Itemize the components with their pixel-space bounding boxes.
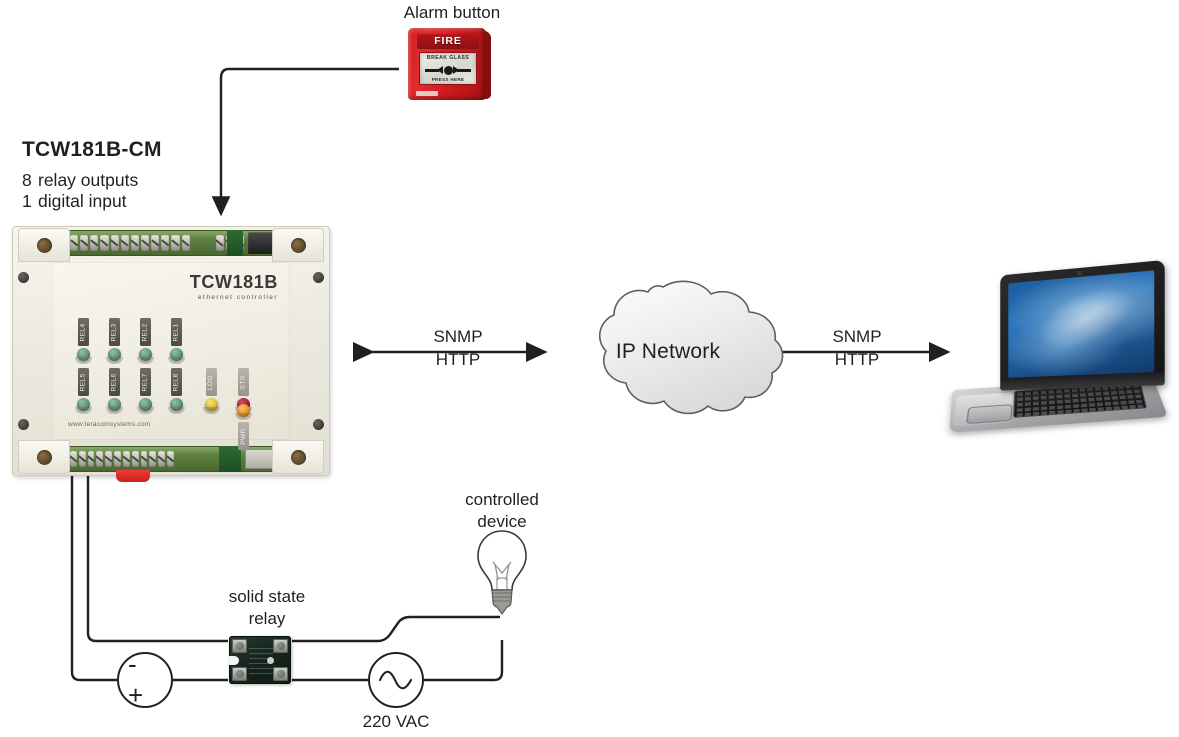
controller-spec-relay-outputs: 8 relay outputs xyxy=(22,170,162,191)
controller-label-block: TCW181B-CM 8 relay outputs 1 digital input xyxy=(22,138,162,212)
led-rel2-label: REL2 xyxy=(141,322,149,342)
case-screw-bottom-left xyxy=(18,419,29,430)
relay-output-text: relay outputs xyxy=(38,170,139,190)
led-rel5-label: REL5 xyxy=(79,372,87,392)
digital-input-text: digital input xyxy=(38,191,127,211)
tcw181b-controller-device[interactable]: TCW181B ethernet controller REL4 REL3 RE… xyxy=(12,226,330,482)
controller-spec-digital-input: 1 digital input xyxy=(22,191,162,212)
ip-network-label: IP Network xyxy=(615,340,721,363)
led-rel6-label: REL6 xyxy=(110,372,118,392)
led-rel2: REL2 xyxy=(136,318,154,364)
bottom-terminal-divider xyxy=(219,446,241,472)
led-rel3: REL3 xyxy=(105,318,123,364)
solid-state-relay xyxy=(229,636,291,684)
fire-alarm-glass-window: BREAK GLASS PRESS HERE xyxy=(419,52,477,85)
controller-front-panel: TCW181B ethernet controller REL4 REL3 RE… xyxy=(52,262,290,450)
controlled-device-caption-line2: device xyxy=(477,512,527,532)
press-here-text: PRESS HERE xyxy=(431,77,465,82)
led-sts-label: STS xyxy=(239,374,247,390)
dc-source-polarity-label: - + xyxy=(128,649,153,710)
manufacturer-website: www.teracomsystems.com xyxy=(68,421,151,428)
case-screw-top-right xyxy=(313,272,324,283)
power-indicator-tab xyxy=(116,470,150,482)
led-rel1: REL1 xyxy=(167,318,185,364)
ac-power-source xyxy=(368,652,424,708)
controller-branding: TCW181B ethernet controller xyxy=(190,272,278,301)
led-rel8: REL8 xyxy=(167,368,185,414)
led-rel6: REL6 xyxy=(105,368,123,414)
controller-top-terminal-strip[interactable] xyxy=(67,230,275,256)
left-protocol-http: HTTP xyxy=(435,349,481,369)
alarm-button-caption: Alarm button xyxy=(403,3,501,22)
led-log-label: LOG xyxy=(207,374,215,390)
left-protocol-snmp: SNMP xyxy=(433,327,483,346)
led-rel4: REL4 xyxy=(74,318,92,364)
ssr-mounting-hole xyxy=(267,656,274,664)
mounting-ear-top-right xyxy=(272,228,324,262)
controller-brand-name: TCW181B xyxy=(189,272,278,292)
break-glass-text: BREAK GLASS xyxy=(426,55,470,61)
mounting-ear-top-left xyxy=(18,228,70,262)
led-rel1-label: REL1 xyxy=(172,322,180,342)
ssr-terminal-output-2 xyxy=(273,667,288,681)
bottom-terminal-screws xyxy=(70,451,272,467)
controlled-device-caption: controlled device xyxy=(443,489,561,533)
ssr-terminal-output-1 xyxy=(273,639,288,653)
ip-network-cloud: IP Network xyxy=(578,322,758,382)
relay-output-count: 8 xyxy=(22,170,32,190)
solid-state-relay-caption: solid state relay xyxy=(207,586,327,630)
ssr-terminal-input-negative xyxy=(232,667,247,681)
ac-source-voltage-label: 220 VAC xyxy=(362,712,430,731)
right-protocol-snmp: SNMP xyxy=(832,327,882,346)
right-protocol-labels: SNMP HTTP xyxy=(807,326,907,372)
fire-alarm-body: FIRE BREAK GLASS PRESS HERE xyxy=(408,28,486,100)
ssr-caption-line1: solid state xyxy=(228,587,306,606)
led-rel8-label: REL8 xyxy=(172,372,180,392)
led-pwr: PWR xyxy=(234,402,252,450)
left-protocol-labels: SNMP HTTP xyxy=(408,326,508,372)
fire-alarm-sticker xyxy=(416,91,438,96)
fire-alarm-call-point[interactable]: FIRE BREAK GLASS PRESS HERE xyxy=(406,28,492,104)
case-screw-top-left xyxy=(18,272,29,283)
led-rel5: REL5 xyxy=(74,368,92,414)
webcam-icon xyxy=(1076,270,1082,277)
top-terminal-divider xyxy=(227,230,243,256)
ssr-terminal-input-positive xyxy=(232,639,247,653)
sine-wave-icon xyxy=(378,670,413,690)
controlled-device-caption-line1: controlled xyxy=(465,490,539,509)
ssr-mounting-notch xyxy=(229,655,239,665)
controller-brand-subtitle: ethernet controller xyxy=(197,294,278,301)
led-rel7-label: REL7 xyxy=(141,372,149,392)
laptop-screen xyxy=(1008,270,1155,378)
dc-power-source: - + xyxy=(117,649,173,710)
mounting-ear-bottom-right xyxy=(272,440,324,474)
light-bulb-load xyxy=(471,528,533,616)
case-screw-bottom-right xyxy=(313,419,324,430)
led-rel4-label: REL4 xyxy=(79,322,87,342)
fire-label: FIRE xyxy=(417,34,479,49)
controller-bottom-terminal-strip[interactable] xyxy=(67,446,297,482)
laptop-lid xyxy=(1000,259,1165,391)
digital-input-count: 1 xyxy=(22,191,32,211)
ssr-caption-line2: relay xyxy=(248,609,286,629)
led-rel7: REL7 xyxy=(136,368,154,414)
controller-model-label: TCW181B-CM xyxy=(22,138,162,161)
right-protocol-http: HTTP xyxy=(834,349,880,369)
led-rel3-label: REL3 xyxy=(110,322,118,342)
led-log: LOG xyxy=(202,368,220,414)
laptop-computer[interactable] xyxy=(949,259,1168,438)
mounting-ear-bottom-left xyxy=(18,440,70,474)
laptop-trackpad[interactable] xyxy=(965,404,1013,425)
led-pwr-label: PWR xyxy=(239,427,247,445)
digital-input-connector[interactable] xyxy=(248,232,273,254)
press-arrows-icon xyxy=(420,64,476,76)
